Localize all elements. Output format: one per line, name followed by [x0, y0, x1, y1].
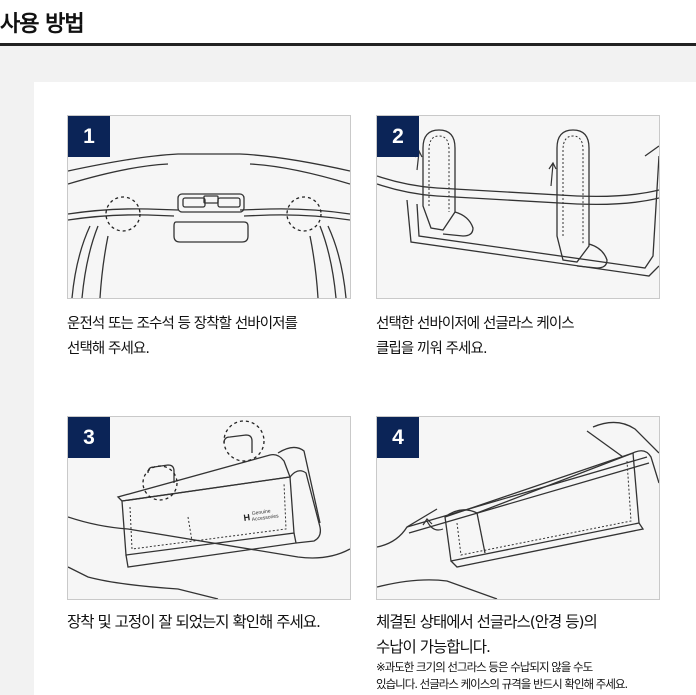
step-3-line-1: 장착 및 고정이 잘 되었는지 확인해 주세요. [67, 613, 321, 631]
step-4-note-line-2: 있습니다. 선글라스 케이스의 규격을 반드시 확인해 주세요. [376, 677, 628, 691]
step-1-number-badge: 1 [68, 116, 110, 157]
step-1-line-1: 운전석 또는 조수석 등 장착할 선바이저를 [67, 316, 298, 332]
step-4-note-line-1: ※과도한 크기의 선그라스 등은 수납되지 않을 수도 [376, 660, 593, 674]
step-1-description: 운전석 또는 조수석 등 장착할 선바이저를 선택해 주세요. [67, 312, 298, 362]
step-2-description: 선택한 선바이저에 선글라스 케이스 클립을 끼워 주세요. [376, 312, 575, 362]
step-4-line-2: 수납이 가능합니다. [376, 638, 491, 656]
step-1-illustration: 1 [67, 115, 351, 299]
mounted-case-drawing: H Genuine Accessories [68, 420, 350, 599]
svg-text:H: H [243, 512, 251, 523]
svg-text:Accessories: Accessories [251, 513, 279, 523]
step-2-line-1: 선택한 선바이저에 선글라스 케이스 [376, 316, 575, 332]
step-2-number-badge: 2 [377, 116, 419, 157]
step-3-illustration: 3 H Genuine Accessories [67, 416, 351, 600]
svg-text:Genuine: Genuine [251, 508, 271, 517]
step-4-line-1: 체결된 상태에서 선글라스(안경 등)의 [376, 613, 598, 631]
open-case-drawing [377, 421, 659, 599]
step-3-number-badge: 3 [68, 417, 110, 458]
genuine-accessories-logo: H Genuine Accessories [243, 508, 280, 523]
title-divider [0, 43, 696, 46]
step-4-note: ※과도한 크기의 선그라스 등은 수납되지 않을 수도 있습니다. 선글라스 케… [376, 659, 628, 693]
page-title: 사용 방법 [0, 12, 85, 37]
step-2-line-2: 클립을 끼워 주세요. [376, 341, 488, 357]
step-4-description: 체결된 상태에서 선글라스(안경 등)의 수납이 가능합니다. [376, 610, 598, 660]
windshield-sunvisor-drawing [68, 153, 350, 298]
step-1-line-2: 선택해 주세요. [67, 341, 150, 357]
clip-sunvisor-drawing [377, 129, 659, 277]
step-4-illustration: 4 [376, 416, 660, 600]
step-3-description: 장착 및 고정이 잘 되었는지 확인해 주세요. [67, 610, 321, 635]
step-4-number-badge: 4 [377, 417, 419, 458]
step-2-illustration: 2 [376, 115, 660, 299]
